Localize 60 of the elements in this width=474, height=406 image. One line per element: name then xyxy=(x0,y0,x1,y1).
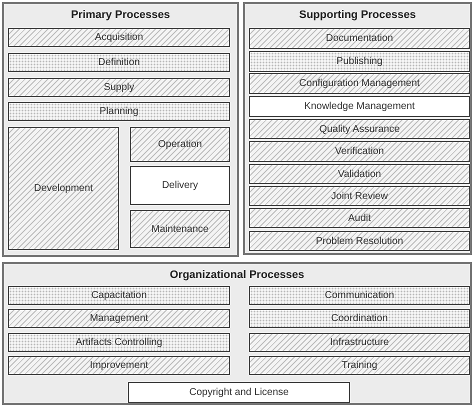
process-box xyxy=(8,333,230,352)
process-label: Verification xyxy=(335,146,384,157)
group-title: Primary Processes xyxy=(70,9,170,21)
process-label: Knowledge Management xyxy=(304,101,415,112)
process-label: Management xyxy=(90,313,148,324)
process-label: Definition xyxy=(98,57,140,68)
process-label: Configuration Management xyxy=(299,78,420,89)
process-label: Joint Review xyxy=(331,190,388,202)
process-label: Coordination xyxy=(331,313,388,324)
process-label: Capacitation xyxy=(91,290,147,301)
process-label: Quality Assurance xyxy=(319,124,400,134)
process-box xyxy=(8,127,119,250)
process-label: Infrastructure xyxy=(330,337,389,348)
process-box xyxy=(8,286,230,305)
group-panel xyxy=(2,262,472,405)
process-label: Planning xyxy=(100,106,138,117)
process-box xyxy=(8,309,230,328)
process-box xyxy=(249,28,470,49)
process-label: Communication xyxy=(324,290,394,301)
process-box xyxy=(249,141,470,162)
process-box xyxy=(8,28,230,47)
process-box xyxy=(8,102,230,121)
process-box xyxy=(249,51,470,72)
process-box xyxy=(130,166,230,205)
process-box xyxy=(249,333,470,352)
process-box xyxy=(130,210,230,248)
process-label: Validation xyxy=(338,168,382,180)
process-box xyxy=(249,119,470,139)
process-box xyxy=(130,127,230,162)
process-box xyxy=(249,208,470,228)
process-box xyxy=(249,231,470,251)
process-box xyxy=(249,309,470,328)
process-box xyxy=(249,356,470,375)
process-label: Copyright and License xyxy=(189,387,289,398)
process-box xyxy=(128,382,350,403)
process-label: Maintenance xyxy=(151,224,209,234)
process-box xyxy=(249,286,470,305)
process-box xyxy=(249,96,470,117)
process-label: Documentation xyxy=(326,33,394,44)
group-panel xyxy=(2,2,239,257)
process-label: Supply xyxy=(104,82,134,93)
process-label: Improvement xyxy=(90,360,148,371)
group-panel xyxy=(243,2,472,255)
group-title: Organizational Processes xyxy=(170,269,304,281)
process-box xyxy=(8,356,230,375)
process-box xyxy=(8,78,230,97)
process-box xyxy=(8,53,230,72)
process-label: Publishing xyxy=(336,56,383,67)
process-label: Problem Resolution xyxy=(316,236,404,246)
process-label: Operation xyxy=(158,139,202,150)
group-title: Supporting Processes xyxy=(299,9,416,21)
process-box xyxy=(249,186,470,206)
process-label: Training xyxy=(342,360,378,371)
process-label: Development xyxy=(34,183,93,194)
process-label: Artifacts Controlling xyxy=(76,337,162,348)
process-box xyxy=(249,164,470,184)
process-label: Audit xyxy=(348,212,371,224)
process-label: Acquisition xyxy=(94,32,144,43)
process-label: Delivery xyxy=(162,180,198,191)
process-box xyxy=(249,73,470,94)
